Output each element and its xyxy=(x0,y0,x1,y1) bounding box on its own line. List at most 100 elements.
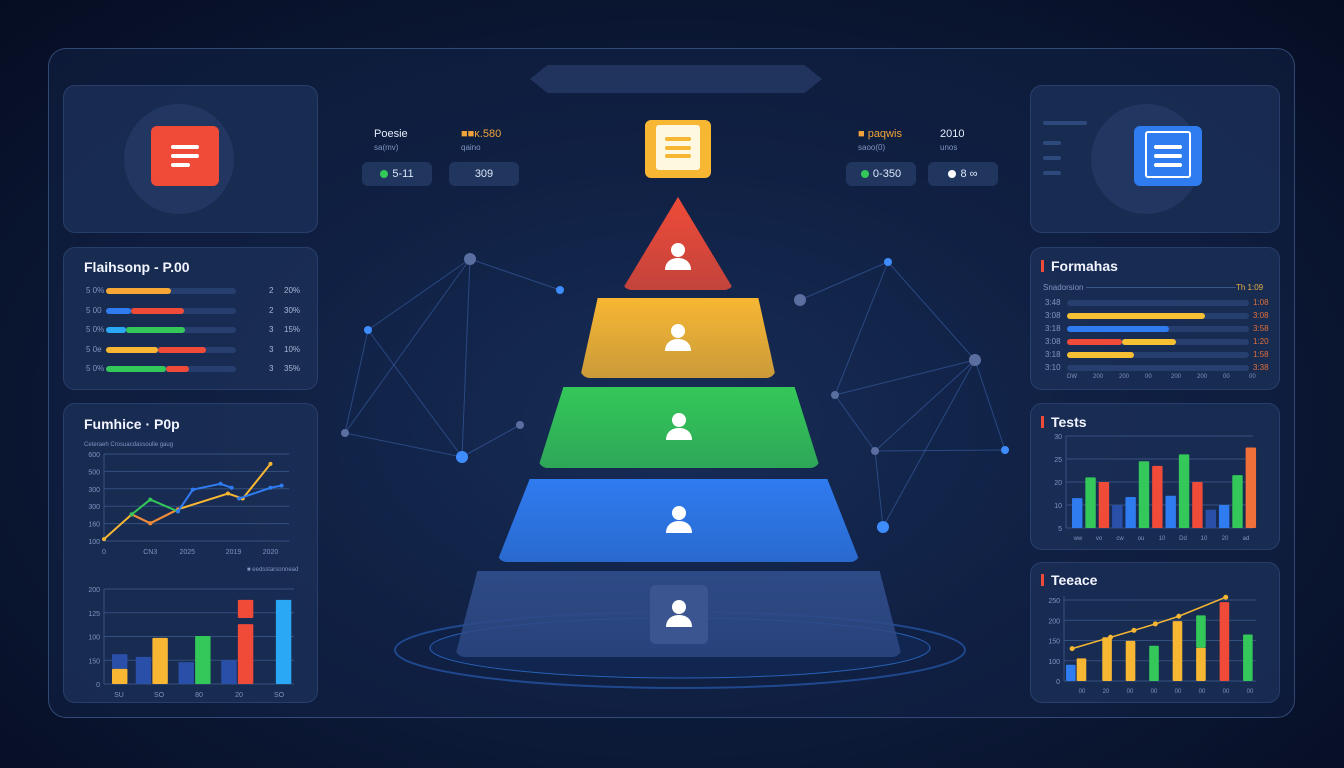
y-tick-label: 10 xyxy=(1054,503,1062,510)
network-node xyxy=(871,447,879,455)
tile-title: ■ paqwis xyxy=(858,128,902,140)
stat-tile[interactable]: Poesie sa(mv) 5-11 xyxy=(362,122,432,186)
x-tick-label: ou xyxy=(1138,536,1145,542)
bar xyxy=(152,637,168,684)
y-tick-label: 500 xyxy=(88,469,100,476)
progress-fill xyxy=(106,327,126,333)
y-tick-label: 125 xyxy=(88,611,100,618)
bar xyxy=(1098,482,1110,528)
progress-fill xyxy=(1067,339,1122,345)
bar xyxy=(1196,647,1206,681)
tile-subtitle: sa(mv) xyxy=(374,143,399,152)
trend-point xyxy=(1069,646,1075,652)
progress-fill xyxy=(1067,326,1169,332)
placeholder-line xyxy=(1043,171,1061,175)
network-node xyxy=(884,258,892,266)
x-tick-label: Dd xyxy=(1179,536,1187,542)
bar xyxy=(1125,640,1136,681)
bar xyxy=(135,656,152,684)
tile-subtitle: saoo(0) xyxy=(858,143,886,152)
data-point xyxy=(102,537,106,542)
progress-row: 3:18 3:58 xyxy=(1031,324,1279,334)
x-tick-label: 10 xyxy=(1159,536,1166,542)
row-label: 3:48 xyxy=(1045,298,1061,307)
trend-point xyxy=(1223,594,1229,600)
bar xyxy=(1218,505,1230,528)
pyramid-layer[interactable] xyxy=(580,298,776,378)
axis-label: 00 xyxy=(1223,374,1230,380)
x-tick-label: 00 xyxy=(1151,689,1158,695)
status-dot-icon xyxy=(948,170,957,178)
progress-fill xyxy=(106,346,158,353)
axis-label: 200 xyxy=(1171,374,1182,380)
data-point xyxy=(229,485,234,490)
bar xyxy=(1152,465,1163,528)
bar xyxy=(112,668,128,684)
network-node xyxy=(516,421,524,429)
trend-point xyxy=(1108,634,1114,640)
row-label: 3:10 xyxy=(1045,363,1061,372)
bar xyxy=(1165,495,1176,528)
progress-row: 3:48 1:08 xyxy=(1031,298,1279,308)
trend-point xyxy=(1176,613,1182,619)
progress-track xyxy=(1067,300,1249,306)
pyramid-layer[interactable] xyxy=(538,387,820,468)
row-percent: 35% xyxy=(284,364,301,373)
document-icon[interactable] xyxy=(151,126,219,186)
bar xyxy=(237,599,254,618)
pyramid-layer[interactable] xyxy=(455,571,902,657)
x-tick-label: 00 xyxy=(1199,689,1206,695)
pyramid-layer[interactable] xyxy=(622,197,734,290)
y-tick-label: 5 xyxy=(1058,526,1062,533)
network-edge xyxy=(344,432,463,458)
progress-track xyxy=(1067,339,1249,345)
data-point xyxy=(237,496,242,501)
tile-value-box: 309 xyxy=(449,162,519,186)
user-icon xyxy=(665,506,692,533)
x-tick-label: 20 xyxy=(1103,689,1110,695)
tile-value: 0-350 xyxy=(872,168,902,180)
x-tick-label: CN3 xyxy=(143,549,157,556)
network-edge xyxy=(469,258,561,291)
progress-row: 5 0% 3 15% xyxy=(64,325,317,335)
data-point xyxy=(148,521,153,526)
network-edge xyxy=(834,394,876,452)
stat-tile[interactable]: 2010 unos 8 ∞ xyxy=(928,122,998,186)
progress-fill xyxy=(158,346,207,353)
data-point xyxy=(225,491,230,496)
pyramid-layer[interactable] xyxy=(497,479,860,562)
y-tick-label: 200 xyxy=(1048,618,1060,625)
row-value: 1:20 xyxy=(1253,337,1269,346)
x-tick-label: 10 xyxy=(1201,536,1208,542)
network-node xyxy=(556,286,564,294)
left-chart-card: Fumhice · P0p Ceteraeh Crosuacdassoulle … xyxy=(63,403,318,703)
stat-tile[interactable]: ■ paqwis saoo(0) 0-350 xyxy=(846,122,916,186)
data-point xyxy=(279,483,284,488)
x-tick-label: 00 xyxy=(1223,689,1230,695)
network-node xyxy=(969,354,981,366)
header-notch xyxy=(530,65,822,93)
row-label: 3:08 xyxy=(1045,337,1061,346)
card-title: Fumhice · P0p xyxy=(84,416,180,432)
network-edge xyxy=(887,261,976,361)
tile-value: 309 xyxy=(474,168,494,180)
x-tick-label: 00 xyxy=(1175,689,1182,695)
network-edge xyxy=(834,261,889,396)
progress-track xyxy=(106,366,236,372)
user-icon xyxy=(665,323,691,351)
series-line xyxy=(238,484,282,500)
progress-fill xyxy=(106,366,166,372)
chart-legend: ■ eedsstarsonnead xyxy=(247,567,299,573)
network-edge xyxy=(834,359,976,396)
stat-tile[interactable]: ■■ĸ.580 qaino 309 xyxy=(449,122,519,186)
document-icon[interactable] xyxy=(645,120,711,178)
bar xyxy=(1243,634,1253,681)
bar xyxy=(1205,509,1216,528)
network-edge xyxy=(344,329,369,434)
bar xyxy=(195,636,211,684)
card-title-text: Teeace xyxy=(1051,572,1098,588)
bar xyxy=(1066,664,1076,681)
document-icon[interactable] xyxy=(1134,126,1202,186)
